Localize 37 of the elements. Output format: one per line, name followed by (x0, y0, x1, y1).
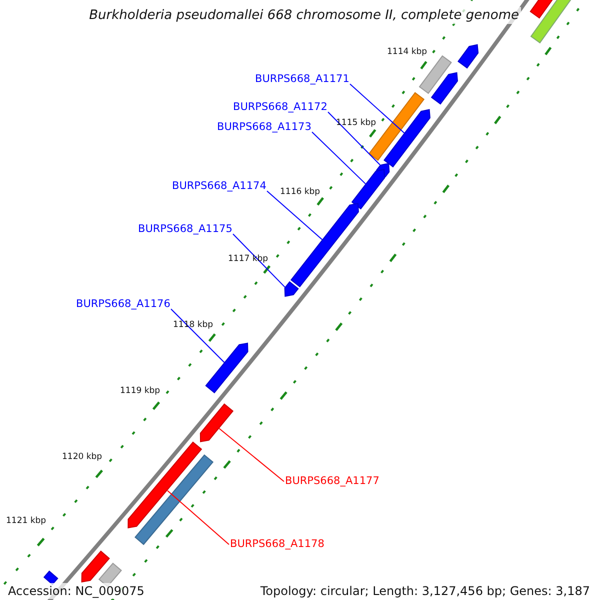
gene-label: BURPS668_A1172 (233, 101, 328, 114)
gene-block (290, 202, 359, 288)
position-label: 1119 kbp (120, 386, 160, 397)
leader-line (312, 132, 366, 184)
gene-block (430, 72, 458, 105)
leader-line (266, 190, 323, 240)
leader-line (218, 428, 284, 482)
gene-block (284, 281, 299, 297)
gene-label: BURPS668_A1174 (172, 180, 266, 193)
position-label: 1121 kbp (6, 516, 46, 527)
gene-block (128, 441, 202, 528)
position-label: 1116 kbp (280, 187, 320, 198)
gene-label: BURPS668_A1178 (230, 538, 324, 551)
gene-block (200, 403, 234, 442)
gene-bar (418, 55, 452, 94)
gene-bar (43, 570, 58, 586)
gene-label: BURPS668_A1176 (76, 298, 170, 311)
gene-block (351, 168, 386, 210)
gene-block (458, 44, 479, 69)
gene-block (81, 550, 110, 582)
leader-line (232, 234, 286, 288)
leader-line (170, 308, 225, 363)
title: Burkholderia pseudomallei 668 chromosome II, complete genome (87, 7, 521, 24)
leader-line (167, 490, 230, 545)
leader-line (328, 112, 380, 166)
position-label: 1114 kbp (387, 47, 428, 58)
gene-block (205, 342, 248, 394)
position-label: 1120 kbp (62, 452, 102, 463)
gene-label: BURPS668_A1171 (255, 73, 350, 86)
accession-text: Accession: NC_009075 (6, 583, 146, 599)
gene-label: BURPS668_A1173 (217, 121, 312, 134)
gene-label: BURPS668_A1177 (285, 475, 380, 488)
gene-block (384, 109, 430, 168)
leader-line (350, 84, 405, 134)
genome-info-text: Topology: circular; Length: 3,127,456 bp; Genes: 3,187 (258, 583, 592, 599)
gene-bar (134, 454, 214, 546)
gene-label: BURPS668_A1175 (138, 223, 232, 236)
